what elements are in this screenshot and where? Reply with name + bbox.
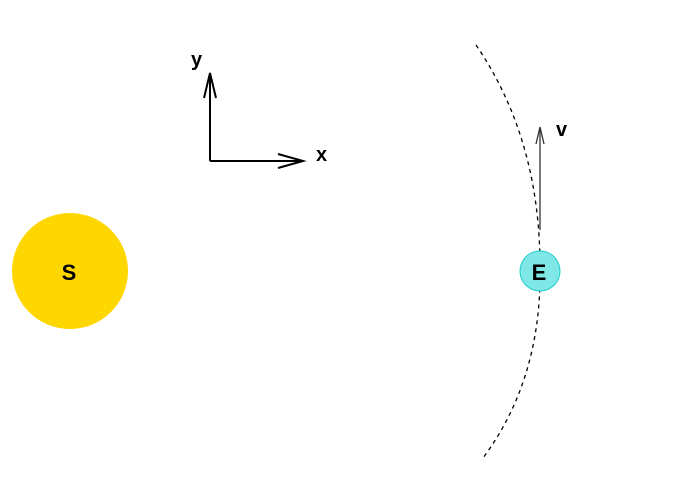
- earth-circle: [519, 250, 561, 292]
- earth: E: [519, 250, 561, 292]
- velocity-vector: v: [535, 119, 568, 230]
- sun: S: [12, 213, 128, 329]
- sun-circle: [12, 213, 128, 329]
- x-axis-label: x: [316, 144, 327, 166]
- axes: x y: [191, 49, 327, 169]
- sun-label: S: [62, 260, 77, 285]
- orbit-path: [475, 44, 541, 459]
- y-axis-arrowhead: [203, 72, 217, 99]
- velocity-arrowhead: [535, 126, 545, 145]
- earth-label: E: [532, 260, 547, 285]
- y-axis-label: y: [191, 49, 203, 71]
- x-axis-arrowhead: [277, 153, 307, 169]
- velocity-label: v: [556, 119, 568, 141]
